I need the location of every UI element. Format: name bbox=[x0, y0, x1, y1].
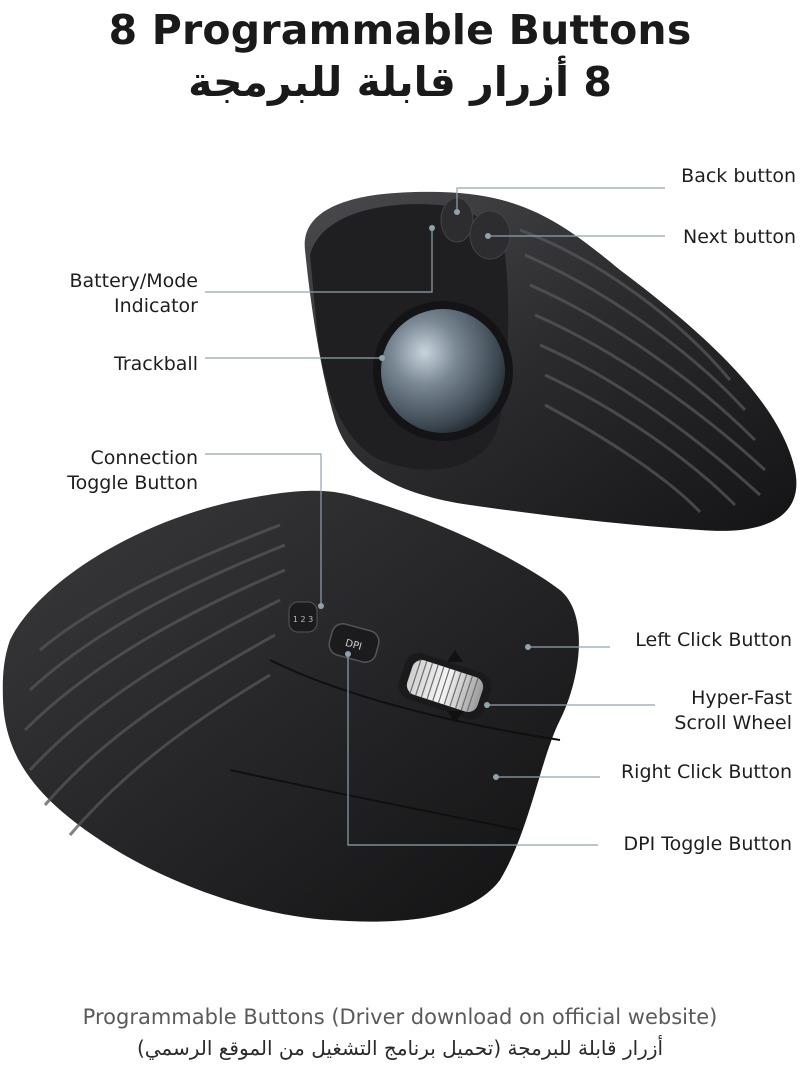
callout-trackball: Trackball bbox=[114, 353, 198, 375]
callout-left-click: Left Click Button bbox=[635, 629, 792, 651]
callout-connection-line2: Toggle Button bbox=[67, 472, 198, 494]
footer-note-arabic: أزرار قابلة للبرمجة (تحميل برنامج التشغي… bbox=[136, 1036, 664, 1060]
callout-scroll-line1: Hyper-Fast bbox=[691, 687, 792, 709]
callout-scroll-wheel: Hyper-Fast Scroll Wheel bbox=[600, 686, 792, 736]
callout-right-click: Right Click Button bbox=[620, 761, 792, 783]
callout-battery-line1: Battery/Mode bbox=[69, 270, 199, 292]
page-title: 8 Programmable Buttons bbox=[108, 6, 692, 54]
mode-button-label: 1 2 3 bbox=[293, 615, 313, 624]
dpi-button-label: DPI bbox=[344, 638, 363, 653]
callout-dpi-toggle: DPI Toggle Button bbox=[623, 833, 792, 855]
callout-scroll-line2: Scroll Wheel bbox=[674, 712, 792, 734]
callout-battery-line2: Indicator bbox=[114, 295, 198, 317]
callout-connection-line1: Connection bbox=[90, 447, 198, 469]
trackball-mouse-side-view: 1 2 3 DPI bbox=[2, 490, 579, 922]
callout-leader-lines bbox=[205, 187, 665, 846]
callout-next-button: Next button bbox=[683, 226, 796, 248]
page-title-arabic: 8 أزرار قابلة للبرمجة bbox=[188, 58, 612, 106]
callout-back-button: Back button bbox=[681, 165, 796, 187]
trackball-mouse-top-view bbox=[304, 191, 797, 531]
callout-connection-toggle: Connection Toggle Button bbox=[0, 446, 198, 496]
callout-battery-indicator: Battery/Mode Indicator bbox=[0, 269, 199, 319]
footer-note: Programmable Buttons (Driver download on… bbox=[82, 1005, 718, 1029]
callout-dots bbox=[318, 209, 531, 780]
